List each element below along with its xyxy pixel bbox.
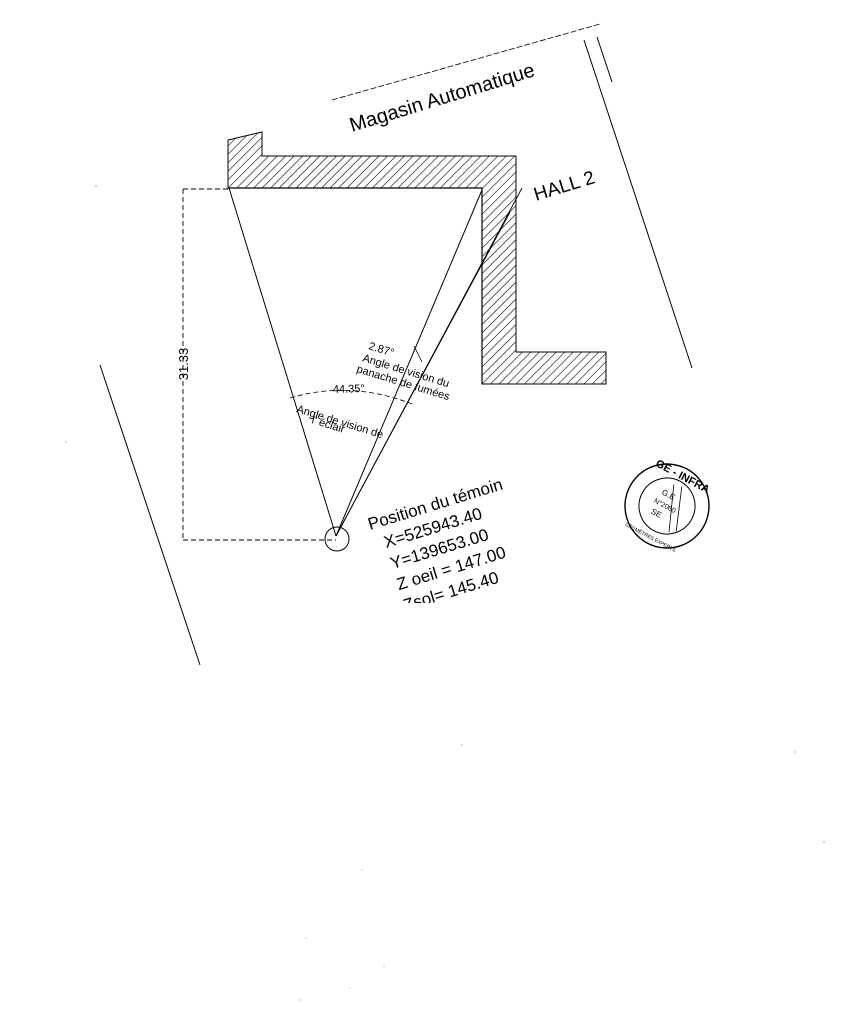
- building-label: Magasin Automatique: [347, 60, 537, 137]
- surveyor-stamp: GE - INFRA G.E N°2060 SE GÉOMÈTRES EXPER…: [624, 458, 712, 554]
- stamp-inner-text: SE: [649, 507, 663, 520]
- vision-cone: [228, 187, 523, 537]
- building-outline-line: [331, 23, 601, 101]
- witness-position-marker: [324, 526, 350, 552]
- scan-specks: [65, 185, 825, 1001]
- dimension-label: 31.33: [176, 348, 191, 381]
- building-outline-line: [596, 36, 613, 83]
- road-edge-line: [99, 364, 201, 666]
- building-outline-line: [583, 39, 693, 369]
- stamp-inner-text: G.E: [660, 488, 676, 502]
- scan-crop-mask: [330, 603, 570, 653]
- witness-block: Position du témoin X=525943.40 Y=139653.…: [366, 475, 508, 615]
- dimension-line: [182, 188, 336, 541]
- flash-angle-value: 44.35°: [333, 383, 365, 396]
- hall-label: HALL 2: [531, 167, 597, 205]
- hatched-wall: [227, 131, 607, 385]
